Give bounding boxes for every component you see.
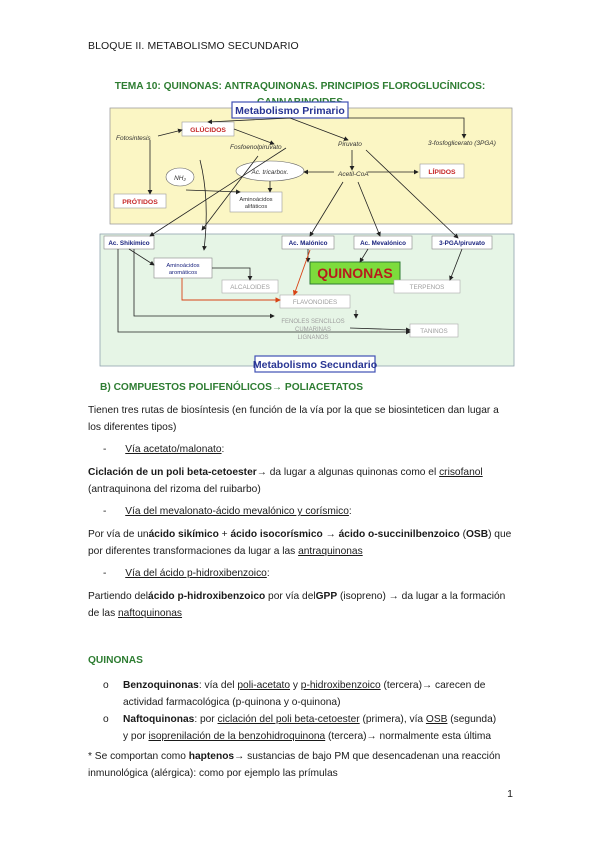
label-fotosintesis: Fotosintesis bbox=[116, 135, 151, 142]
haptenos-note: * Se comportan como haptenos→ sustancias… bbox=[88, 751, 501, 779]
route-1-label: Vía acetato/malonato bbox=[125, 444, 222, 455]
label-fenoles-3: LIGNANOS bbox=[297, 335, 328, 341]
label-ac-tricarboxilico: Ac. tricarbox. bbox=[251, 169, 289, 176]
label-aminoacidos-alif-2: alifáticos bbox=[245, 204, 268, 210]
label-quinonas: QUINONAS bbox=[317, 265, 392, 281]
quinonas-box bbox=[309, 261, 401, 285]
intro-paragraph: Tienen tres rutas de biosíntesis (en fun… bbox=[88, 402, 518, 436]
label-ac-shikimico: Ac. Shikímico bbox=[108, 240, 149, 247]
bullet-naftoquinonas: o Naftoquinonas: por ciclación del poli … bbox=[103, 714, 497, 742]
label-taninos: TANINOS bbox=[420, 328, 448, 335]
page-header: BLOQUE II. METABOLISMO SECUNDARIO bbox=[88, 40, 299, 52]
secondary-metabolism-title: Metabolismo Secundario bbox=[253, 359, 377, 371]
label-alcaloides: ALCALOIDES bbox=[230, 284, 270, 291]
label-terpenos: TERPENOS bbox=[410, 284, 445, 291]
label-piruvato: Piruvato bbox=[338, 141, 362, 148]
route-2-text: Por vía de unácido sikímico + ácido isoc… bbox=[88, 529, 512, 557]
title-line-1: TEMA 10: QUINONAS: ANTRAQUINONAS. PRINCI… bbox=[114, 81, 486, 92]
label-flavonoides: FLAVONOIDES bbox=[293, 299, 337, 306]
metabolism-diagram: Metabolismo Primario Metabolismo Secunda… bbox=[99, 101, 515, 373]
label-fenoles-1: FENOLES SENCILLOS bbox=[281, 319, 344, 325]
label-acetil-coa: Acetil-CoA bbox=[337, 171, 369, 178]
route-3-label: Vía del ácido p-hidroxibenzoico bbox=[125, 568, 267, 579]
primary-metabolism-title: Metabolismo Primario bbox=[235, 105, 345, 117]
page-number: 1 bbox=[507, 788, 513, 800]
label-nh2: NH₂ bbox=[174, 175, 186, 182]
route-3-text: Partiendo delácido p-hidroxibenzoico por… bbox=[88, 591, 506, 619]
route-3-item: - Vía del ácido p-hidroxibenzoico: bbox=[103, 568, 270, 579]
label-aminoacidos-alif-1: Aminoácidos bbox=[239, 197, 272, 203]
label-3pga-piruvato: 3-PGA/piruvato bbox=[439, 240, 485, 247]
quinonas-heading: QUINONAS bbox=[88, 655, 143, 666]
label-ac-mevalonico: Ac. Mevalónico bbox=[360, 240, 406, 247]
label-aminoacidos-arom-1: Aminoácidos bbox=[166, 263, 199, 269]
label-glucidos: GLÚCIDOS bbox=[190, 125, 226, 134]
route-2-label: Vía del mevalonato-ácido mevalónico y co… bbox=[125, 506, 349, 517]
label-lipidos: LÍPIDOS bbox=[428, 167, 456, 176]
label-ac-malonico: Ac. Malónico bbox=[289, 240, 328, 247]
label-aminoacidos-arom-2: aromáticos bbox=[169, 270, 197, 276]
route-1-text: Ciclación de un poli beta-cetoester→ da … bbox=[88, 467, 483, 495]
section-b-heading: B) COMPUESTOS POLIFENÓLICOS→ POLIACETATO… bbox=[100, 382, 364, 393]
route-1-item: - Vía acetato/malonato: bbox=[103, 444, 225, 455]
bullet-benzoquinonas: o Benzoquinonas: vía del poli-acetato y … bbox=[103, 680, 486, 708]
intro-line-1: Tienen tres rutas de biosíntesis (en fun… bbox=[88, 405, 499, 416]
label-fosfoenolpiruvato: Fosfoenolpiruvato bbox=[230, 144, 282, 151]
route-2-item: - Vía del mevalonato-ácido mevalónico y … bbox=[103, 506, 352, 517]
label-3pga: 3-fosfoglicerato (3PGA) bbox=[428, 140, 496, 147]
label-protidos: PRÓTIDOS bbox=[122, 197, 158, 206]
label-fenoles-2: CUMARINAS bbox=[295, 327, 331, 333]
intro-line-2: los diferentes tipos) bbox=[88, 422, 177, 433]
